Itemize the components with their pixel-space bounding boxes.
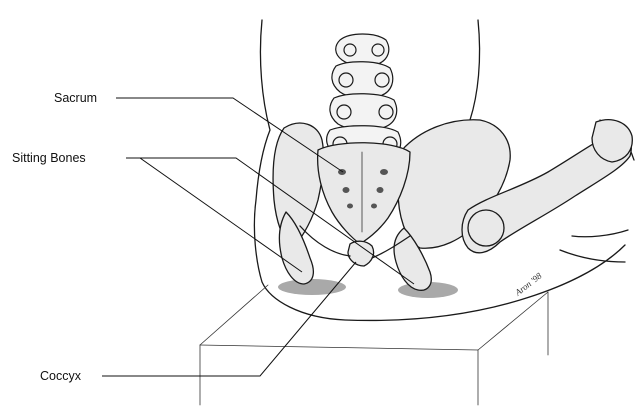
sacrum-label: Sacrum xyxy=(54,91,97,105)
seat-box xyxy=(200,285,548,405)
sitting-bones-label: Sitting Bones xyxy=(12,151,86,165)
coccyx-bone xyxy=(348,241,374,266)
coccyx-label: Coccyx xyxy=(40,369,82,383)
sacrum-bone xyxy=(318,143,410,244)
left-contact-shadow xyxy=(278,279,346,295)
